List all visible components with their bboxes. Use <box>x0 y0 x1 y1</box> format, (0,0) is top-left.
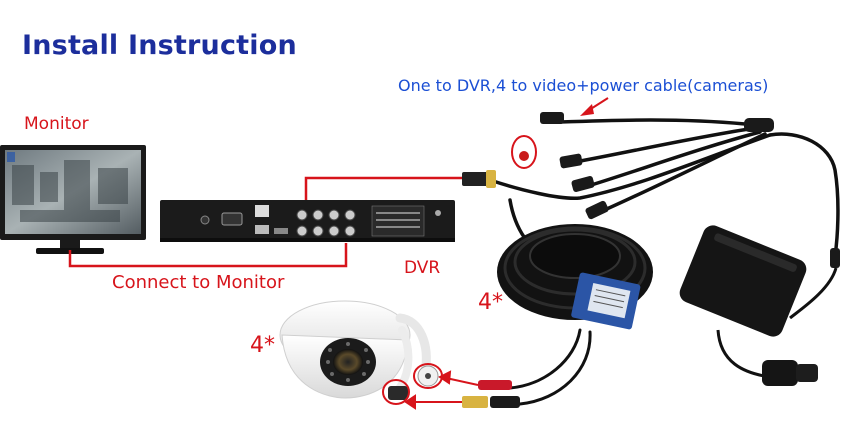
monitor-connection-line <box>70 243 346 266</box>
arrow-icon <box>580 104 594 116</box>
dome-camera-illustration <box>280 301 438 400</box>
monitor-illustration <box>0 145 146 254</box>
camera-lead-cables <box>510 330 590 404</box>
power-adapter-illustration <box>677 222 836 386</box>
cable-reel-illustration <box>497 224 653 330</box>
bnc-connector <box>462 170 496 188</box>
dvr-illustration <box>160 200 455 242</box>
dvr-connection-line <box>306 178 462 200</box>
